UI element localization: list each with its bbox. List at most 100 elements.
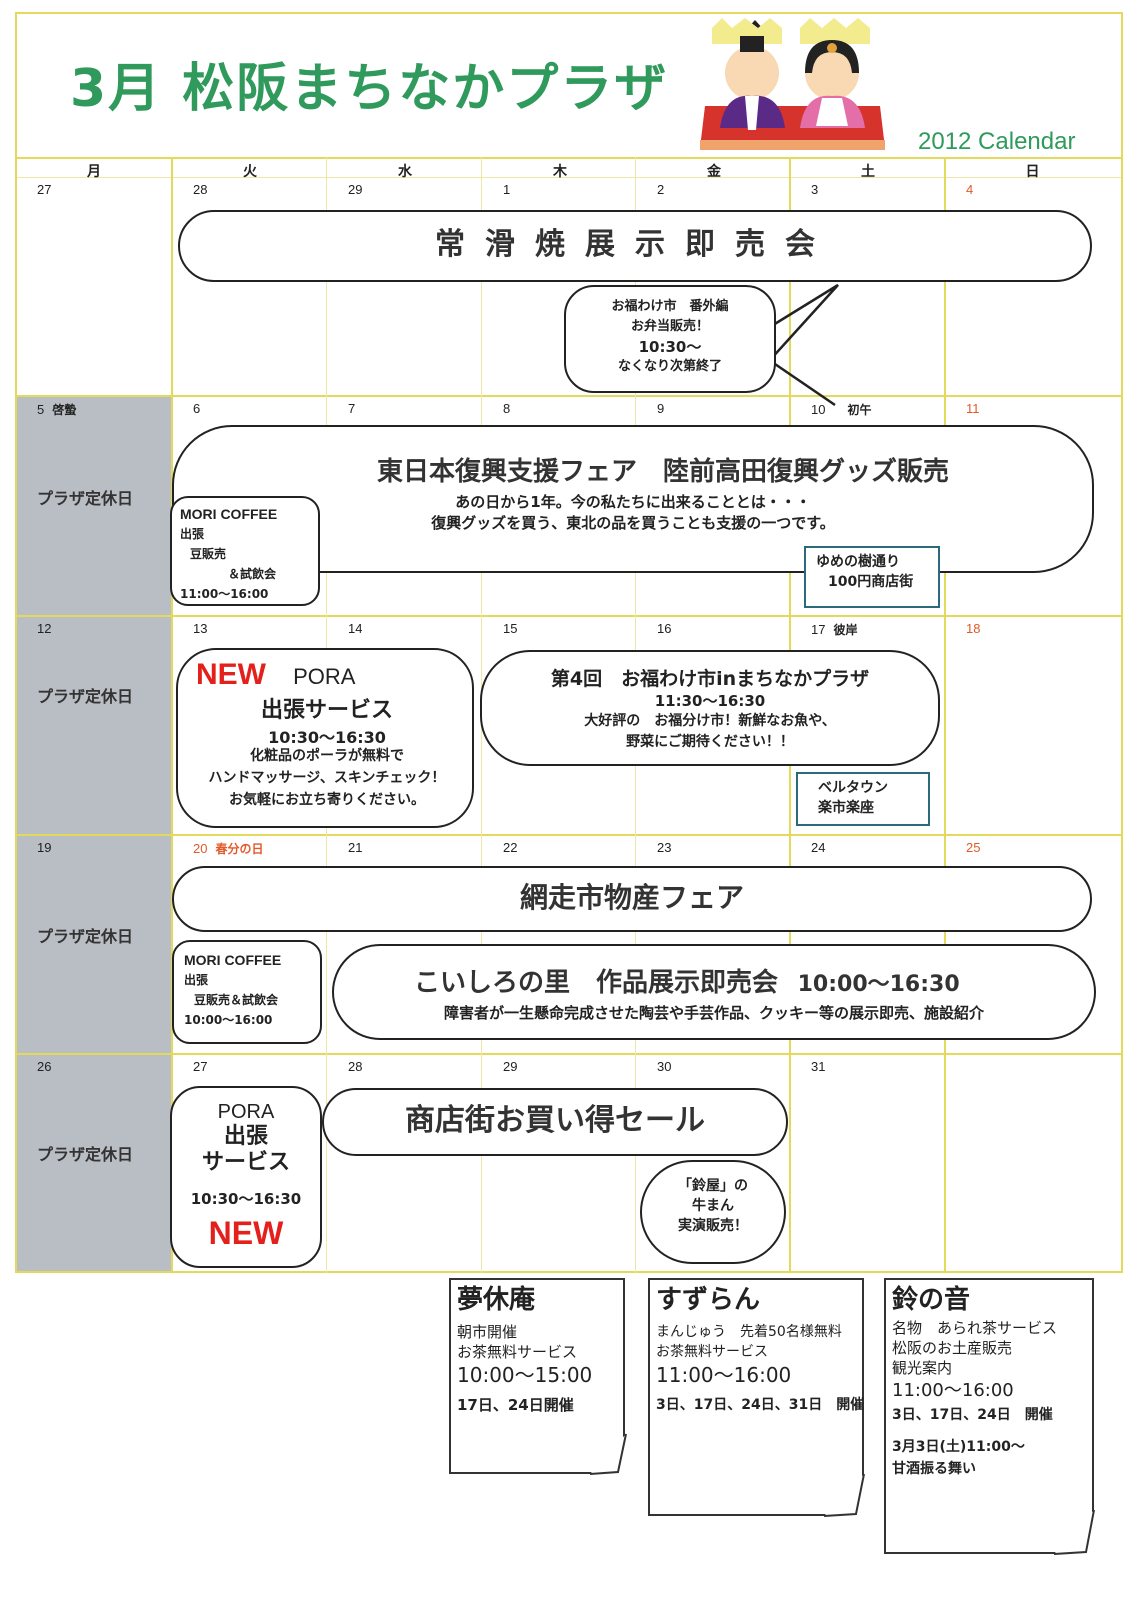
weekday-header-wed: 水 — [398, 164, 412, 180]
event-ofukuwake-4th-box: 第4回 お福わけ市inまちなかプラザ 11:30～16:30 大好評の お福分け… — [480, 650, 940, 766]
event-tokoname-banner: 常滑焼展示即売会 — [178, 210, 1092, 282]
page-curl-icon — [1053, 1509, 1095, 1555]
day-number: 30 — [657, 1059, 672, 1074]
calendar-header — [15, 12, 1123, 158]
event-line: ハンドマッサージ、スキンチェック！ — [208, 770, 446, 786]
day-number: 28 — [348, 1059, 363, 1074]
weekday-header-sun: 日 — [1025, 164, 1040, 180]
event-mori-coffee-box: MORI COFFEE 出張 豆販売 ＆試飲会 11:00～16:00 — [170, 496, 320, 606]
closed-day-cell — [15, 616, 172, 835]
holiday-name: 春分の日 — [215, 842, 264, 856]
day-number: 19 — [37, 840, 52, 855]
day-number: 15 — [503, 621, 518, 636]
shop-note-mukyuan: 夢休庵 朝市開催 お茶無料サービス 10:00～15:00 17日、24日開催 — [449, 1278, 625, 1474]
event-shotengai-sale-banner: 商店街お買い得セール — [322, 1088, 788, 1156]
shop-note-suzuran: すずらん まんじゅう 先着50名様無料 お茶無料サービス 11:00～16:00… — [648, 1278, 864, 1516]
event-line: 野菜にご期待ください！！ — [626, 734, 794, 750]
event-title: 出張 — [223, 1124, 268, 1149]
day-number: 22 — [503, 840, 518, 855]
shop-name: すずらん — [656, 1285, 761, 1315]
closed-day-cell — [15, 396, 172, 616]
note-line: 100円商店街 — [828, 574, 914, 590]
event-mori-coffee-box: MORI COFFEE 出張 豆販売＆試飲会 10:00～16:00 — [172, 940, 322, 1044]
day-number: 29 — [503, 1059, 518, 1074]
day-number: 27 — [37, 182, 52, 197]
day-number: 7 — [348, 401, 356, 416]
weekday-header-sat: 土 — [861, 164, 875, 180]
day-number: 31 — [811, 1059, 826, 1074]
shop-extra: 3月3日(土)11:00～ — [892, 1439, 1025, 1455]
shop-name: 夢休庵 — [457, 1285, 536, 1315]
event-title: 東日本復興支援フェア 陸前高田復興グッズ販売 — [376, 457, 949, 487]
bubble-line: お福わけ市 番外編 — [611, 299, 729, 314]
shop-extra: 甘酒振る舞い — [892, 1461, 976, 1477]
closed-day-label: プラザ定休日 — [37, 489, 134, 508]
note-line: ゆめの樹通り — [816, 554, 900, 570]
day-number: 29 — [348, 182, 363, 197]
event-line: 出張 — [180, 527, 205, 541]
day-number-sunday: 18 — [966, 621, 981, 636]
event-pora-box: NEW PORA 出張サービス 10:30～16:30 化粧品のポーラが無料で … — [176, 648, 474, 828]
event-time: 10:00～16:30 — [797, 972, 960, 997]
event-time: 11:30～16:30 — [654, 692, 766, 710]
event-belltown-note: ベルタウン 楽市楽座 — [796, 772, 930, 826]
event-line: 化粧品のポーラが無料で — [250, 748, 404, 764]
event-title: 第4回 お福わけ市inまちなかプラザ — [550, 668, 870, 690]
event-time: 10:30～16:30 — [190, 1190, 302, 1208]
shop-line: まんじゅう 先着50名様無料 — [656, 1324, 842, 1340]
event-title: こいしろの里 作品展示即売会 — [414, 968, 779, 998]
weekday-header-tue: 火 — [243, 164, 257, 180]
event-description: 障害者が一生懸命完成させた陶芸や手芸作品、クッキー等の展示即売、施設紹介 — [443, 1004, 984, 1022]
shop-name: 鈴の音 — [892, 1285, 971, 1315]
event-line: お気軽にお立ち寄りください。 — [229, 792, 425, 808]
closed-day-cell — [15, 1054, 172, 1272]
shop-note-suzunone: 鈴の音 名物 あられ茶サービス 松阪のお土産販売 観光案内 11:00～16:0… — [884, 1278, 1094, 1554]
closed-day-label: プラザ定休日 — [37, 1145, 134, 1164]
hina-dolls-illustration — [700, 18, 885, 150]
closed-day-cell — [15, 835, 172, 1054]
event-title: サービス — [201, 1150, 290, 1175]
event-line: 出張 — [184, 973, 209, 987]
day-number: 2 — [657, 182, 665, 197]
shop-line: 名物 あられ茶サービス — [892, 1319, 1058, 1337]
new-badge: NEW — [196, 658, 266, 691]
page-curl-icon — [589, 1433, 627, 1475]
page-title: 3月 松阪まちなかプラザ — [70, 59, 669, 119]
day-number: 24 — [811, 840, 826, 855]
day-number: 12 — [37, 621, 52, 636]
event-line: 大好評の お福分け市！新鮮なお魚や、 — [584, 713, 836, 729]
day-number: 23 — [657, 840, 672, 855]
event-time: 10:30～16:30 — [268, 728, 386, 747]
event-line: ＆試飲会 — [228, 567, 277, 581]
day-number: 6 — [193, 401, 201, 416]
event-description: あの日から1年。今の私たちに出来ることとは・・・ — [455, 493, 811, 511]
seasonal-note: 初午 — [847, 403, 872, 417]
shop-time: 10:00～15:00 — [457, 1363, 593, 1387]
day-number: 9 — [657, 401, 665, 416]
event-yumeno-note: ゆめの樹通り 100円商店街 — [804, 546, 940, 608]
bubble-line: 実演販売！ — [678, 1218, 748, 1234]
event-fukko-banner: 東日本復興支援フェア 陸前高田復興グッズ販売 あの日から1年。今の私たちに出来る… — [172, 425, 1094, 573]
note-line: 楽市楽座 — [818, 800, 874, 816]
event-line: 豆販売＆試飲会 — [194, 993, 279, 1007]
shop-line: お茶無料サービス — [457, 1343, 578, 1361]
event-title: 商店街お買い得セール — [405, 1103, 705, 1138]
event-time: 11:00～16:00 — [180, 587, 269, 601]
shop-time: 11:00～16:00 — [892, 1380, 1014, 1401]
shop-line: 観光案内 — [892, 1359, 953, 1377]
day-number: 27 — [193, 1059, 208, 1074]
event-title: MORI COFFEE — [184, 952, 282, 968]
new-badge: NEW — [208, 1215, 284, 1251]
day-number: 14 — [348, 621, 363, 636]
event-title: 常滑焼展示即売会 — [435, 227, 835, 262]
event-pora-box: PORA 出張 サービス 10:30～16:30 NEW — [170, 1086, 322, 1268]
shop-line: 朝市開催 — [457, 1323, 518, 1341]
event-ofukuwake-special-bubble: お福わけ市 番外編 お弁当販売！ 10:30～ なくなり次第終了 — [564, 285, 776, 393]
day-number: 21 — [348, 840, 363, 855]
shop-days: 3日、17日、24日、31日 開催 — [656, 1397, 865, 1413]
weekday-header-mon: 月 — [87, 164, 101, 180]
shop-days: 3日、17日、24日 開催 — [892, 1407, 1053, 1423]
